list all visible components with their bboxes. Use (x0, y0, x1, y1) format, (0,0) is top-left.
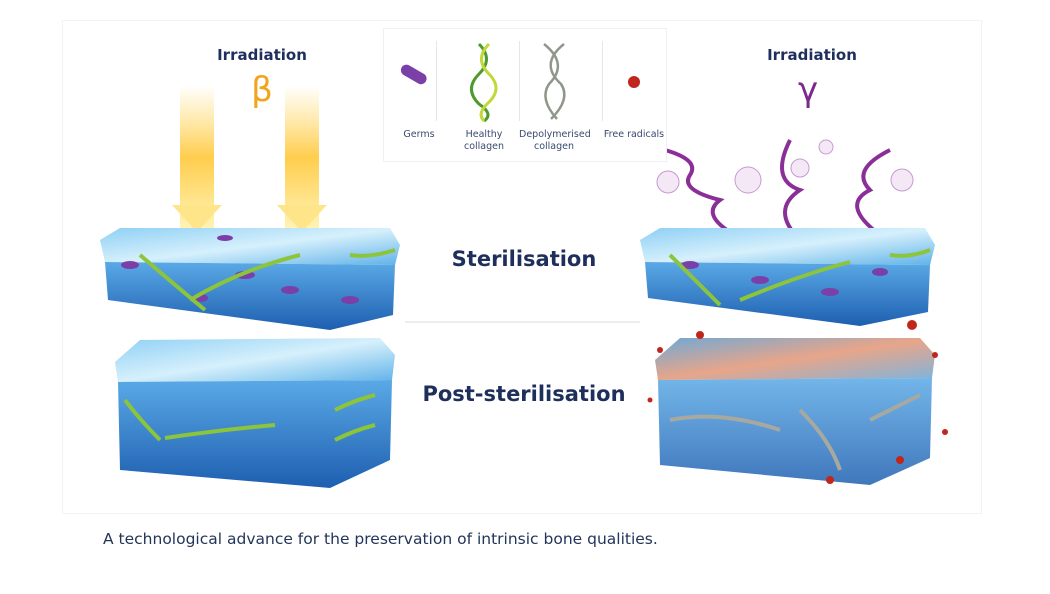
beta-symbol: β (251, 70, 273, 110)
stage-sterilisation: Sterilisation (451, 247, 597, 271)
depolymerised-collagen-icon (543, 43, 566, 120)
caption: A technological advance for the preserva… (103, 530, 658, 548)
germ-icon (400, 64, 427, 85)
bone-block-beta-post (115, 338, 395, 488)
gamma-rays (664, 139, 891, 242)
free-radical-icon (628, 76, 640, 88)
bone-block-gamma-sterilisation (640, 228, 935, 326)
legend-item-healthy-collagen: Healthy collagen (449, 29, 519, 161)
right-irradiation-title: Irradiation (767, 46, 857, 64)
stage-post-sterilisation: Post-sterilisation (422, 382, 626, 406)
legend-item-germs: Germs (384, 29, 454, 161)
beta-beam-left (172, 85, 222, 232)
left-irradiation-title: Irradiation (217, 46, 307, 64)
legend-item-free-radicals: Free radicals (599, 29, 669, 161)
healthy-collagen-icon (470, 42, 498, 123)
gamma-symbol: γ (797, 70, 819, 110)
bone-block-gamma-post (647, 320, 948, 485)
legend: Germs Healthy collagen Depolymerised col… (383, 28, 667, 162)
bone-block-beta-sterilisation (100, 228, 400, 330)
legend-item-depolymerised-collagen: Depolymerised collagen (519, 29, 591, 161)
radiation-symbols (656, 139, 914, 194)
beta-beam-right (277, 85, 327, 232)
